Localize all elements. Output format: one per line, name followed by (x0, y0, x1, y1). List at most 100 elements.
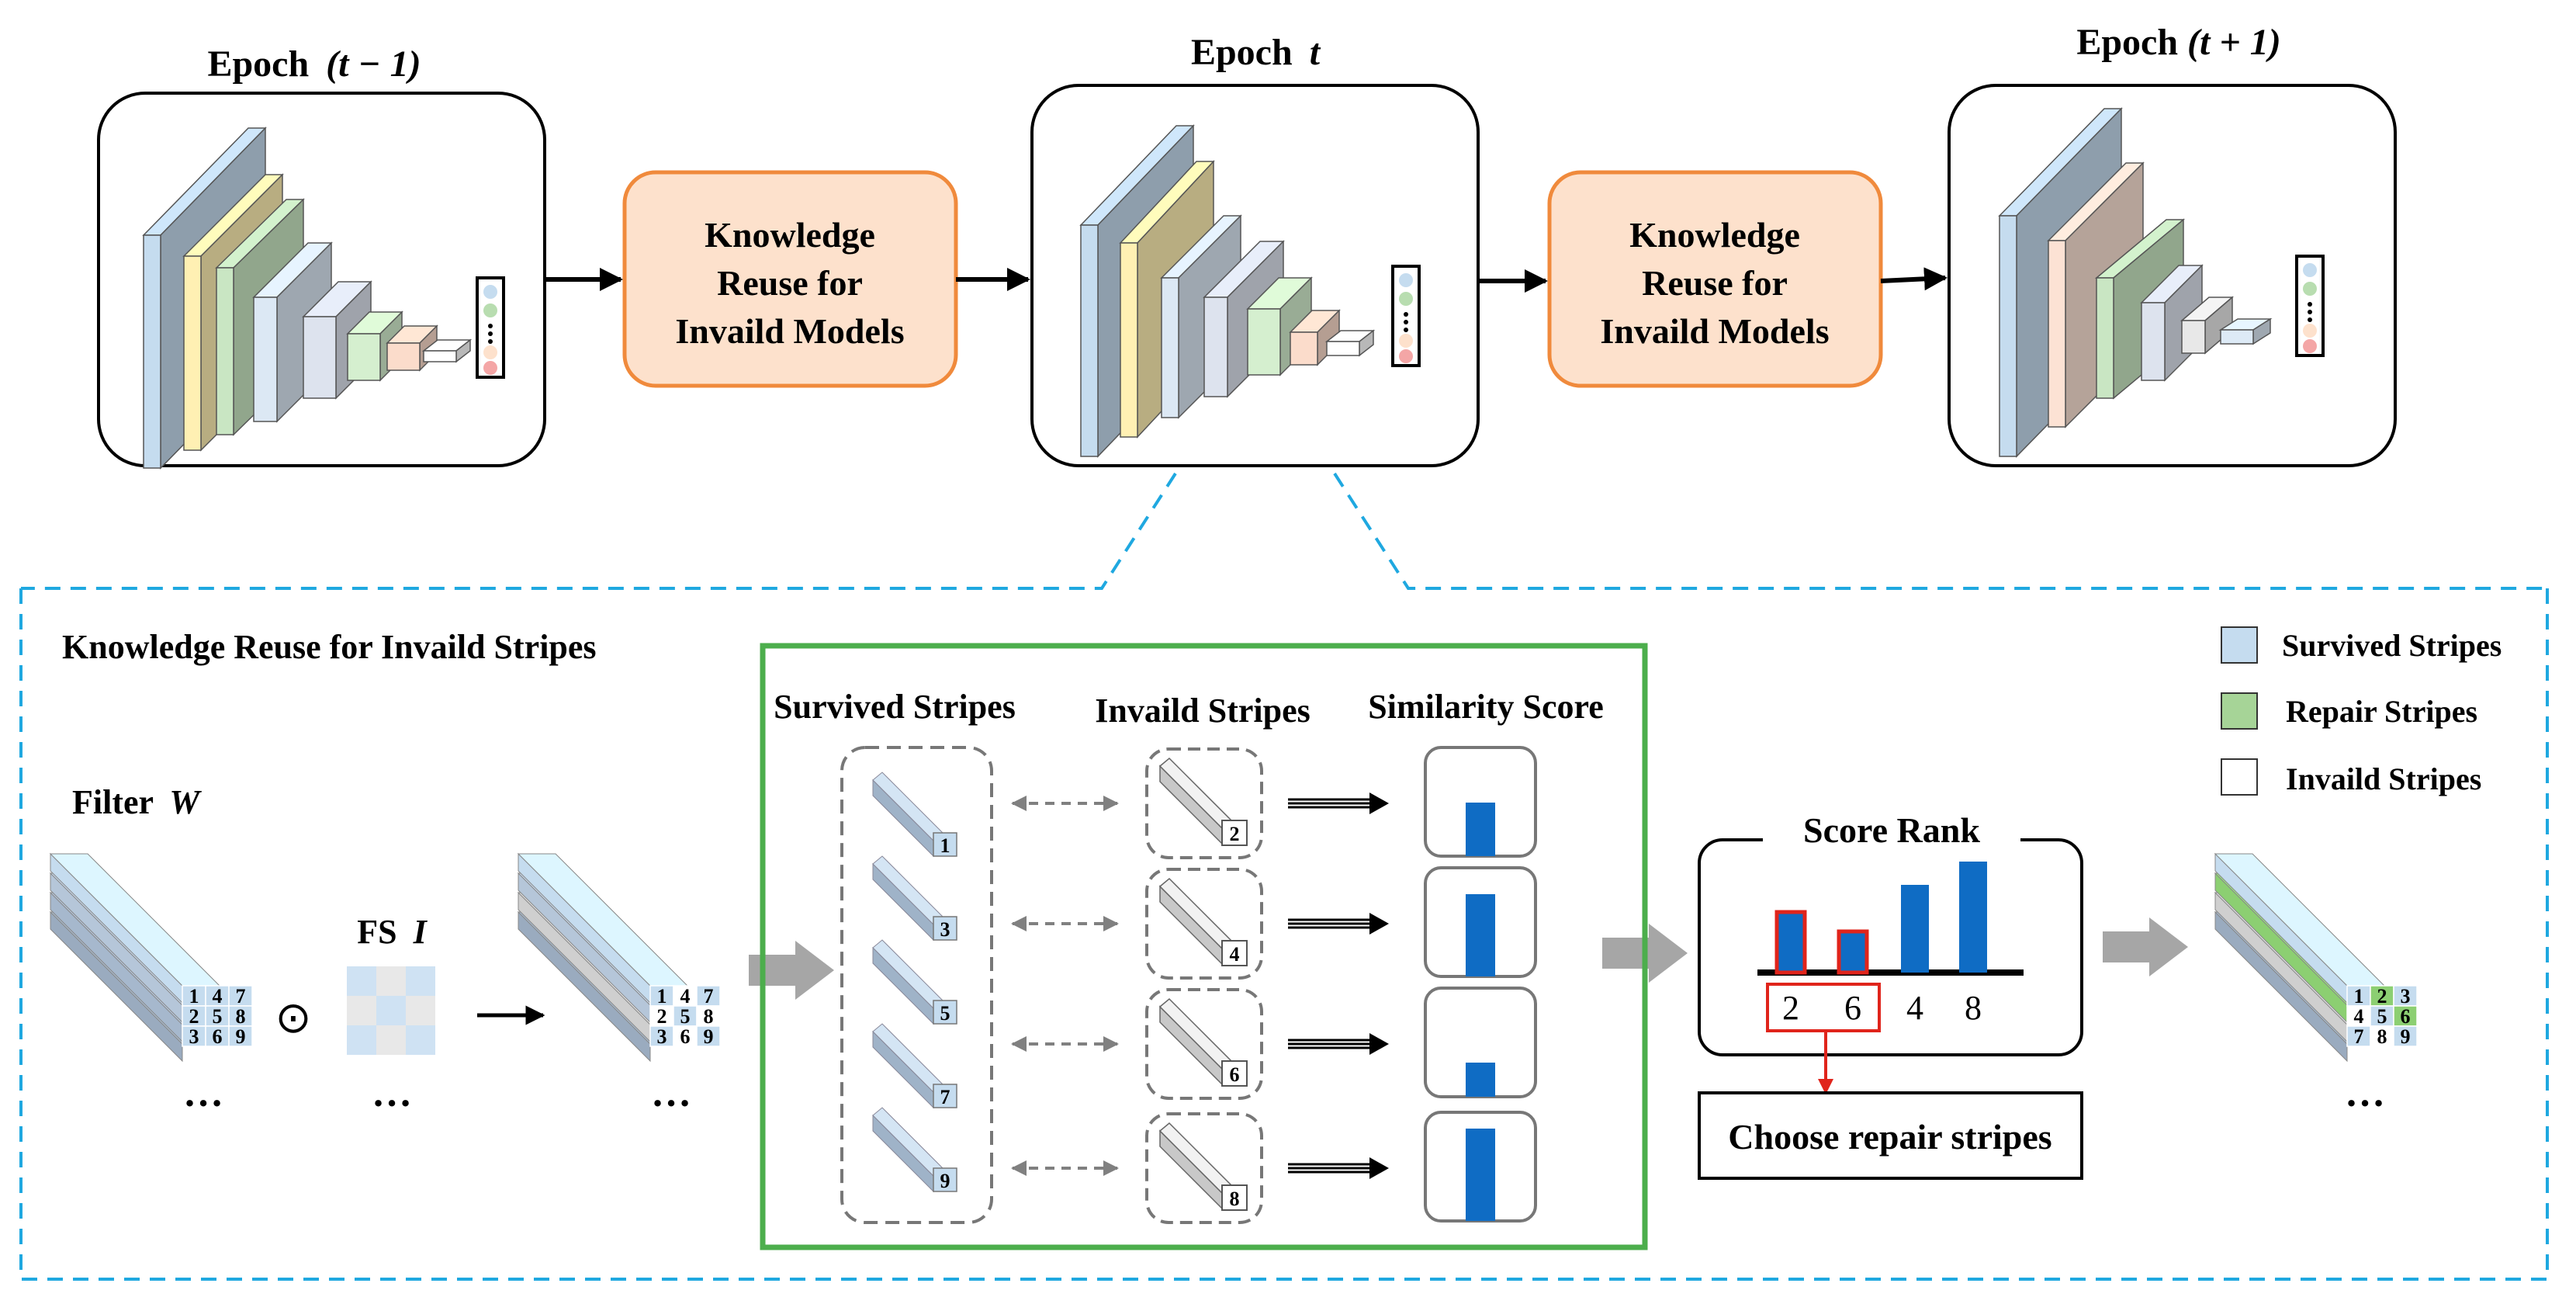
stripe-label: 8 (1230, 1188, 1240, 1210)
legend-label-repair: Repair Stripes (2286, 694, 2477, 729)
net-current-output-dot (1404, 320, 1408, 324)
rank-selection-box (1766, 983, 1881, 1032)
score-arrow-head (1369, 1033, 1389, 1055)
invalid-stripe-4: 4 (1158, 877, 1248, 966)
filter-masked-cell-label: 7 (704, 985, 714, 1007)
filter-masked-cell-label: 6 (680, 1025, 691, 1048)
choose-repair-box (1698, 1091, 2083, 1180)
filter-w-cell-label: 2 (189, 1005, 199, 1028)
stripe-end (1221, 1184, 1248, 1211)
similarity-panel (760, 643, 1648, 1250)
filter-result-cell-label: 9 (2401, 1025, 2411, 1048)
survived-stripe-1: 1 (872, 772, 957, 858)
rank-label-8: 8 (1965, 989, 1982, 1027)
stripe-end (933, 1167, 957, 1192)
filter-result-cell (2393, 1025, 2418, 1047)
net-current-layer-7-front (1326, 341, 1360, 356)
net-current-output-node (1399, 334, 1413, 348)
rank-label-6: 6 (1844, 989, 1861, 1027)
header-survived: Survived Stripes (774, 688, 1016, 726)
net-next-layer-6-front (2220, 329, 2254, 345)
filter-masked-cell-label: 5 (680, 1005, 691, 1028)
net-next-layer-1-front (1999, 215, 2017, 457)
stripe-end (933, 832, 957, 857)
filter-result-cell (2370, 1025, 2394, 1047)
filter-w-cell (228, 1025, 253, 1047)
net-current-output-node (1399, 273, 1413, 287)
result-ellipsis: … (2345, 1071, 2385, 1115)
survived-stripe-9: 9 (872, 1107, 957, 1193)
filter-w-cell-label: 8 (236, 1005, 246, 1028)
rank-label-2: 2 (1782, 989, 1799, 1027)
net-prev-output-node (483, 285, 497, 299)
net-prev-output-dot (488, 331, 493, 336)
invalid-box-2 (1145, 747, 1263, 859)
net-next-output-node (2303, 282, 2317, 296)
fs-ellipsis: … (372, 1071, 412, 1115)
net-next-output-node (2303, 263, 2317, 277)
net-next-output-dot (2308, 302, 2312, 307)
filter-result-cell (2346, 1025, 2371, 1047)
filter-masked-cell (696, 985, 721, 1007)
epoch-title-prev: Epoch (t − 1) (207, 43, 421, 85)
score-arrow-head (1369, 792, 1389, 814)
stripe-label: 1 (940, 834, 950, 857)
arrow-reuse-to-next (1880, 267, 1948, 291)
filter-masked-cell (696, 1025, 721, 1047)
filter-result-cell-label: 3 (2401, 985, 2411, 1007)
hadamard-operator: ⊙ (275, 993, 312, 1042)
legend-swatch-survived (2221, 626, 2258, 664)
epoch-next-math: (t + 1) (2187, 22, 2281, 63)
legend-label-survived: Survived Stripes (2282, 628, 2502, 663)
reuse-box-1-line-1: Knowledge (705, 215, 875, 255)
score-rank-title: Score Rank (1803, 810, 1980, 850)
fs-label: FS I (357, 913, 428, 951)
filter-result-cell-label: 8 (2377, 1025, 2387, 1048)
net-next-output-dot (2308, 310, 2312, 314)
filter-w-cell-label: 7 (236, 985, 246, 1007)
survived-column-box (840, 746, 993, 1224)
dashed-frame (19, 588, 2549, 1281)
epoch-current-math: t (1310, 32, 1321, 73)
filter-result-cell-label: 1 (2354, 985, 2364, 1007)
net-next-output-node (2303, 339, 2317, 353)
section-title: Knowledge Reuse for Invaild Stripes (62, 628, 597, 666)
rank-label-4: 4 (1906, 989, 1923, 1027)
epoch-next-prefix: Epoch (2076, 22, 2178, 63)
filter-masked-cell-label: 2 (657, 1005, 667, 1028)
net-next-layer-4-front (2141, 302, 2166, 381)
score-arrow-head (1369, 913, 1389, 935)
filter-result-cell-label: 6 (2401, 1005, 2411, 1028)
net-next-layer-6 (2218, 317, 2273, 345)
cnn-network-next (1998, 107, 2325, 458)
invalid-stripe-6: 6 (1158, 997, 1248, 1087)
filter-masked-cell (673, 985, 698, 1007)
filter-w-cell-label: 1 (189, 985, 199, 1007)
epoch-title-next: Epoch (t + 1) (2076, 22, 2280, 63)
stripe-end (933, 916, 957, 941)
net-current-layer-1-front (1080, 224, 1099, 457)
score-rank-box (1698, 838, 2083, 1056)
rank-bar-8 (1959, 862, 1987, 973)
stripe-end (1221, 940, 1248, 966)
zoom-line-right (1333, 472, 2547, 590)
legend-item-invalid: Invaild Stripes (2221, 758, 2481, 796)
stripe-label: 2 (1230, 823, 1240, 845)
net-next-output-vector (2295, 255, 2325, 357)
filter-label: Filter W (72, 783, 202, 821)
epoch-prev-prefix: Epoch (207, 43, 309, 85)
stripe-end (1221, 820, 1248, 846)
legend-item-repair: Repair Stripes (2221, 692, 2477, 730)
legend-item-survived: Survived Stripes (2221, 626, 2502, 664)
net-current-layer-3-front (1161, 277, 1179, 418)
net-prev-layer-3-front (216, 267, 234, 435)
filter-label-prefix: Filter (72, 783, 154, 821)
net-prev-layer-1-front (143, 234, 161, 469)
stripe-label: 6 (1230, 1063, 1240, 1086)
invalid-box-8 (1145, 1112, 1263, 1224)
net-prev-output-dot (488, 339, 493, 344)
similarity-bar-6 (1466, 1063, 1495, 1097)
net-prev-output-node (483, 361, 497, 375)
